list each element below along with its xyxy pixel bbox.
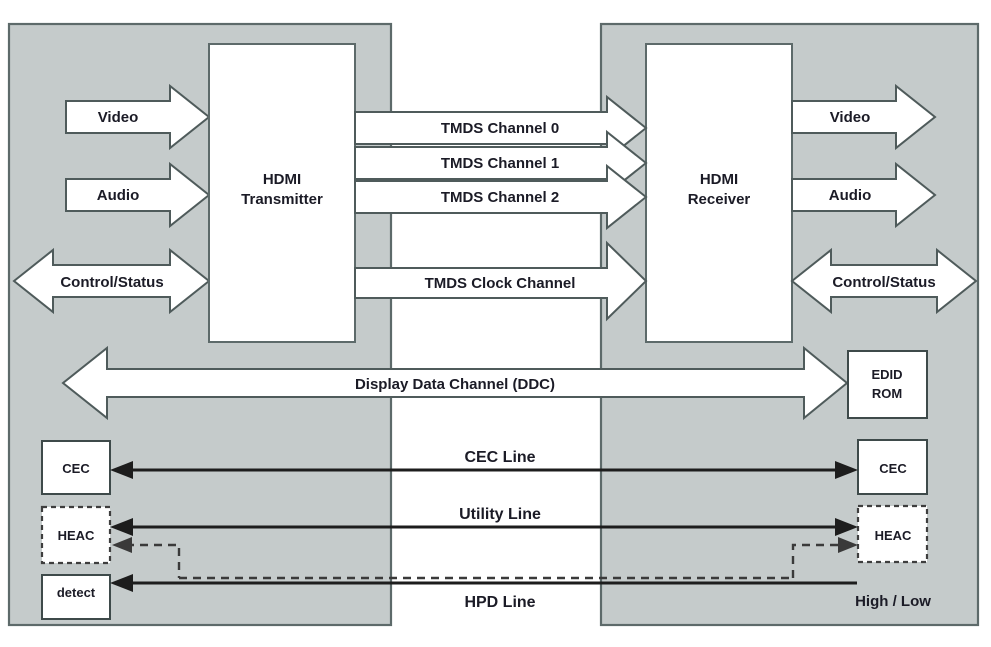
sink-heac-label: HEAC — [875, 528, 912, 543]
cec-line-left-arrowhead — [110, 461, 133, 479]
audio-input-label: Audio — [97, 187, 140, 204]
source-detect-label: detect — [57, 585, 96, 600]
hdmi-receiver-label-line1: HDMI — [700, 171, 738, 188]
source-cec-box — [41, 440, 111, 495]
tmds-clock-channel-label: TMDS Clock Channel — [425, 275, 576, 292]
source-cec-label: CEC — [62, 461, 90, 476]
audio-input-arrow — [65, 161, 211, 229]
video-input-arrow — [65, 83, 211, 151]
sink-cec-label: CEC — [879, 461, 907, 476]
sink-heac-box — [856, 504, 929, 564]
hdmi-transmitter-box — [208, 43, 356, 343]
control-status-sink-arrow — [790, 247, 978, 315]
source-heac-label: HEAC — [58, 528, 95, 543]
tmds-channel-2-arrow — [354, 163, 648, 231]
tmds-channel-1-arrow — [354, 129, 648, 197]
tmds-channel-0-arrow — [354, 94, 648, 162]
display-data-channel-label: Display Data Channel (DDC) — [355, 376, 555, 393]
hdmi-transmitter-label-line2: Transmitter — [241, 191, 323, 208]
tmds-channel-1-label: TMDS Channel 1 — [441, 155, 559, 172]
heac-branch-sink-arrowhead — [838, 537, 858, 553]
heac-branch-source-arrowhead — [112, 537, 132, 553]
control-status-source-label: Control/Status — [60, 274, 163, 291]
audio-output-label: Audio — [829, 187, 872, 204]
edid-rom-label-line1: EDID — [871, 367, 902, 382]
utility-line-label: Utility Line — [459, 506, 541, 523]
cec-line-label: CEC Line — [464, 449, 535, 466]
video-output-label: Video — [830, 109, 871, 126]
tmds-channel-2-label: TMDS Channel 2 — [441, 189, 559, 206]
audio-output-arrow — [791, 161, 937, 229]
hdmi-receiver-label-line2: Receiver — [688, 191, 751, 208]
edid-rom-box — [847, 350, 928, 419]
sink-cec-box — [857, 439, 928, 495]
heac-branch-sink-path — [791, 543, 840, 578]
video-input-label: Video — [98, 109, 139, 126]
source-detect-box — [41, 574, 111, 620]
hpd-line-left-arrowhead — [110, 574, 133, 592]
source-heac-box — [40, 505, 112, 565]
cec-line-right-arrowhead — [835, 461, 858, 479]
control-status-sink-label: Control/Status — [832, 274, 935, 291]
hdmi-transmitter-label-line1: HDMI — [263, 171, 301, 188]
utility-line-left-arrowhead — [110, 518, 133, 536]
video-output-arrow — [791, 83, 937, 151]
utility-line-right-arrowhead — [835, 518, 858, 536]
hpd-line-label: HPD Line — [464, 594, 535, 611]
tmds-channel-0-label: TMDS Channel 0 — [441, 120, 559, 137]
heac-branch-source-path — [126, 543, 181, 578]
edid-rom-label-line2: ROM — [872, 386, 902, 401]
hpd-state-label: High / Low — [855, 593, 931, 610]
tmds-clock-channel-arrow — [354, 240, 648, 322]
